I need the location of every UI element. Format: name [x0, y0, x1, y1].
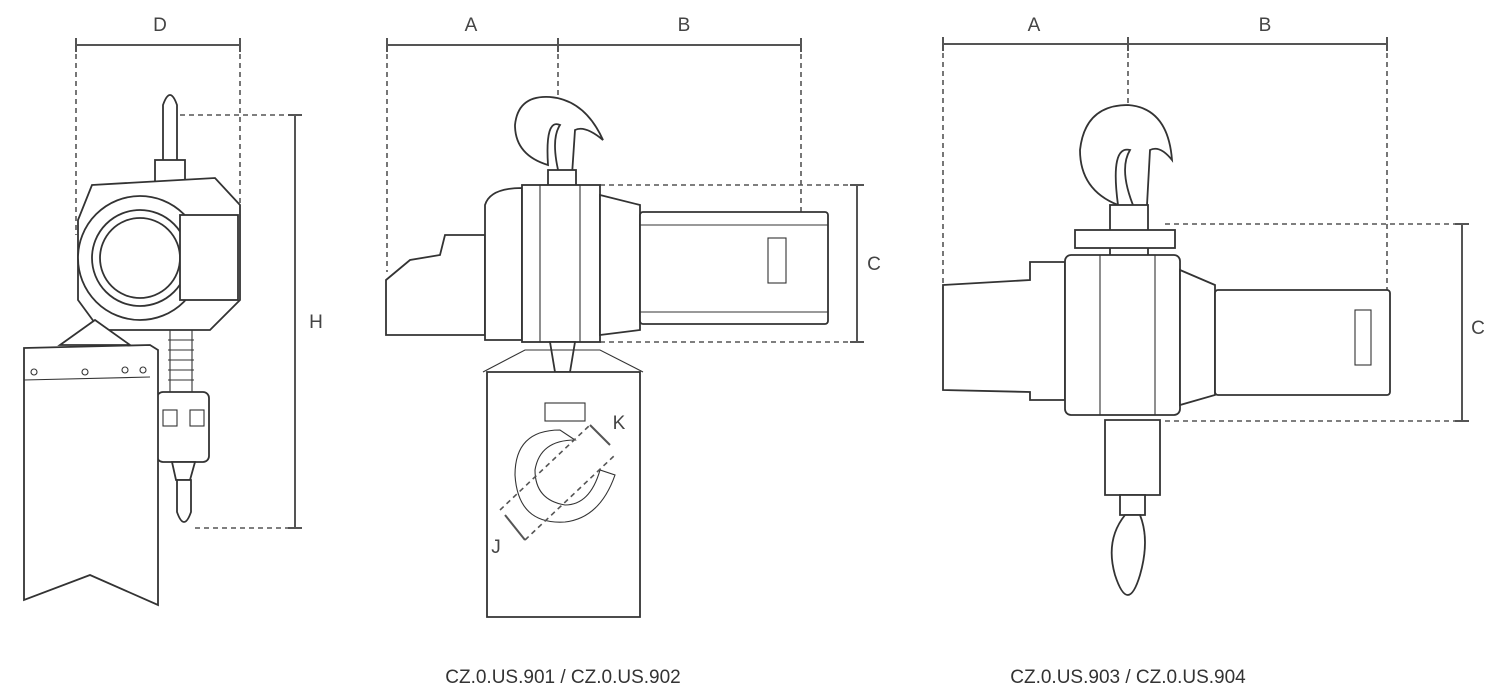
dimension-k-j: K J	[491, 413, 625, 558]
label-b: B	[678, 15, 691, 36]
front-hoist-drawing-2	[942, 104, 1391, 596]
dimension-a-b: A B	[942, 15, 1388, 290]
dimension-c: C	[1165, 223, 1485, 422]
label-d: D	[153, 15, 167, 36]
front-view-901-902: A B C	[385, 15, 881, 688]
label-b: B	[1259, 15, 1272, 36]
caption-903-904: CZ.0.US.903 / CZ.0.US.904	[1010, 667, 1246, 688]
label-h: H	[309, 312, 323, 333]
label-a: A	[465, 15, 478, 36]
front-view-903-904: A B C CZ.0.US.903 / CZ.0.US.904	[942, 15, 1485, 688]
label-c: C	[1471, 318, 1485, 339]
dimension-h: H	[180, 114, 323, 529]
label-a: A	[1028, 15, 1041, 36]
label-c: C	[867, 254, 881, 275]
dimension-a-b: A B	[386, 15, 802, 272]
front-hoist-drawing-1: K J	[385, 96, 829, 618]
dimension-d: D	[75, 15, 241, 235]
dimension-c: C	[600, 184, 881, 343]
label-j: J	[491, 537, 501, 558]
side-hoist-drawing	[23, 94, 241, 607]
caption-901-902: CZ.0.US.901 / CZ.0.US.902	[445, 667, 681, 688]
label-k: K	[613, 413, 626, 434]
side-view: D H	[23, 15, 323, 607]
